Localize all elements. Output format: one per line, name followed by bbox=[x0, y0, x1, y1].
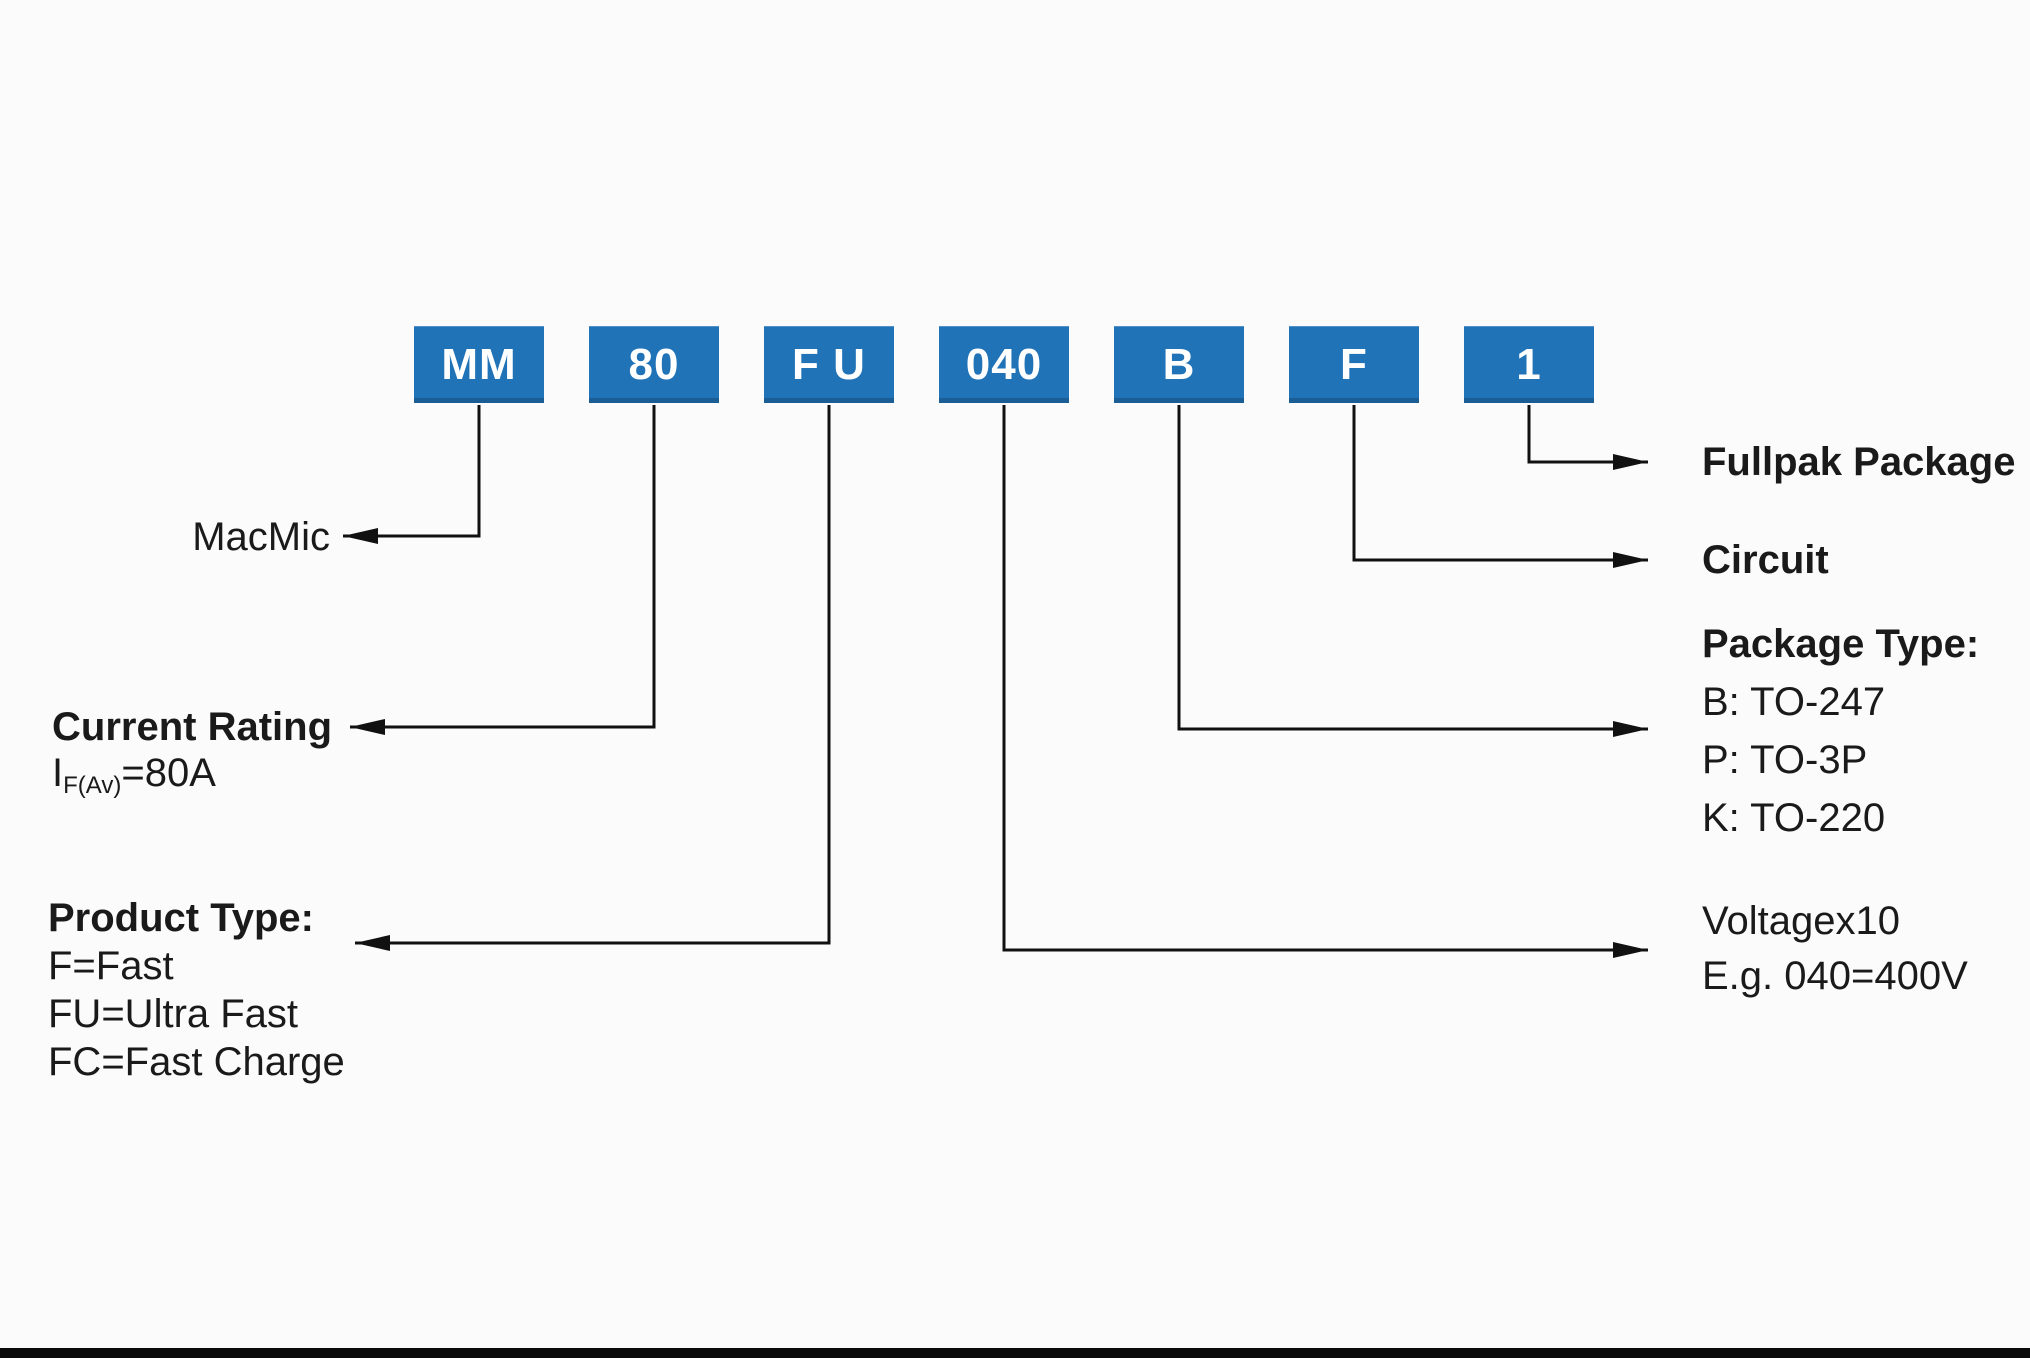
code-box-1: 1 bbox=[1464, 326, 1594, 403]
code-box-mm: MM bbox=[414, 326, 544, 403]
formula-rest: =80A bbox=[121, 751, 216, 795]
voltage-block: Voltagex10 E.g. 040=400V bbox=[1702, 894, 1968, 1004]
voltage-line1: Voltagex10 bbox=[1702, 899, 1900, 943]
package-type-item-b: B: TO-247 bbox=[1702, 680, 1886, 724]
connector-b-to-package-type bbox=[1177, 405, 1648, 737]
package-type-item-p: P: TO-3P bbox=[1702, 738, 1868, 782]
bottom-border-rule bbox=[0, 1348, 2030, 1358]
connector-80-to-current-rating bbox=[350, 405, 656, 735]
connector-f-to-circuit bbox=[1352, 405, 1648, 568]
code-box-80: 80 bbox=[589, 326, 719, 403]
connector-mm-to-macmic bbox=[343, 405, 481, 544]
code-box-f: F bbox=[1289, 326, 1419, 403]
package-type-item-k: K: TO-220 bbox=[1702, 796, 1886, 840]
product-type-block: Product Type: F=Fast FU=Ultra Fast FC=Fa… bbox=[48, 894, 345, 1086]
package-type-title: Package Type: bbox=[1702, 622, 1980, 666]
product-type-item-fc: FC=Fast Charge bbox=[48, 1040, 345, 1084]
formula-subscript: F(Av) bbox=[63, 772, 122, 799]
current-rating-title: Current Rating bbox=[52, 705, 332, 749]
connector-040-to-voltage bbox=[1002, 405, 1648, 958]
package-type-block: Package Type: B: TO-247 P: TO-3P K: TO-2… bbox=[1702, 615, 1979, 847]
product-type-title: Product Type: bbox=[48, 896, 314, 940]
current-rating-block: Current Rating IF(Av)=80A bbox=[52, 704, 332, 799]
code-box-040: 040 bbox=[939, 326, 1069, 403]
current-rating-formula: IF(Av)=80A bbox=[52, 750, 332, 799]
code-box-fu: F U bbox=[764, 326, 894, 403]
connector-fu-to-product-type bbox=[355, 405, 831, 951]
formula-base: I bbox=[52, 751, 64, 795]
voltage-line2: E.g. 040=400V bbox=[1702, 954, 1968, 998]
code-box-b: B bbox=[1114, 326, 1244, 403]
fullpak-package-label: Fullpak Package bbox=[1702, 440, 2016, 484]
circuit-label: Circuit bbox=[1702, 538, 1829, 582]
connector-1-to-fullpak bbox=[1527, 405, 1648, 470]
macmic-label: MacMic bbox=[192, 515, 330, 559]
product-type-item-fu: FU=Ultra Fast bbox=[48, 992, 299, 1036]
product-type-item-f: F=Fast bbox=[48, 944, 174, 988]
